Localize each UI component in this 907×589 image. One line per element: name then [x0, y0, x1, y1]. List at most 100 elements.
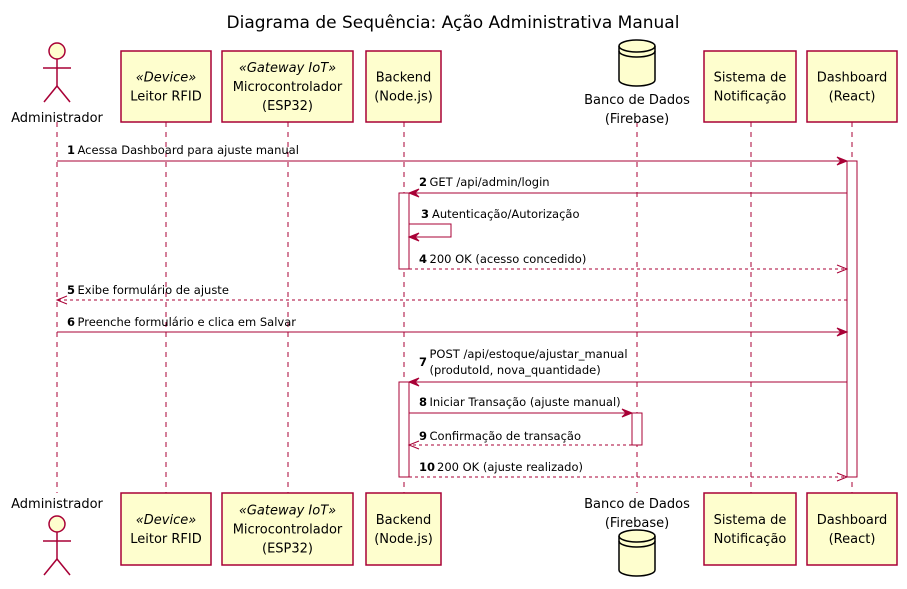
activation-bar-dash [846, 160, 858, 478]
participant-label: Dashboard [817, 71, 888, 86]
message-number: 4 [419, 252, 427, 266]
actor-leg [56, 85, 71, 103]
participant-label: Administrador [11, 497, 103, 512]
participant-label: Sistema de [714, 513, 787, 528]
arrow-head [407, 440, 420, 450]
message-number: 8 [419, 395, 427, 409]
database-rim [618, 540, 656, 548]
message-label: Exibe formulário de ajuste [78, 283, 229, 297]
actor-head-icon [48, 42, 66, 60]
database-icon [618, 39, 656, 87]
message-label: Autenticação/Autorização [432, 207, 580, 221]
database-rim [618, 45, 656, 53]
participant-label: (ESP32) [262, 99, 313, 114]
database-body [618, 529, 656, 577]
participant-label: Backend [376, 513, 432, 528]
participant-label: Dashboard [817, 513, 888, 528]
message-label: Preenche formulário e clica em Salvar [78, 315, 297, 329]
message-label: 200 OK (ajuste realizado) [437, 460, 583, 474]
participant-label: (Node.js) [374, 90, 433, 105]
arrow-head [836, 156, 849, 166]
message-label: Confirmação de transação [430, 429, 581, 443]
message-number: 6 [67, 315, 75, 329]
participant-label: Banco de Dados [584, 497, 690, 512]
arrow-head [621, 408, 634, 418]
participant-label: (React) [829, 532, 876, 547]
participant-box-rfid [120, 50, 212, 123]
participant-box-rfid [120, 492, 212, 566]
message-number: 1 [67, 143, 75, 157]
participant-box-esp [221, 492, 354, 566]
message-number: 10 [419, 460, 435, 474]
participant-label: Administrador [11, 111, 103, 126]
message-arrow [409, 223, 452, 238]
participant-label: Notificação [714, 90, 787, 105]
activation-bars [398, 160, 858, 478]
participant-box-backend [365, 492, 442, 566]
participant-label: Leitor RFID [130, 90, 202, 105]
database-icon [618, 529, 656, 577]
arrow-head [407, 232, 420, 242]
message-number: 9 [419, 429, 427, 443]
participant-box-dash [806, 50, 898, 123]
participant-box-notif [703, 492, 797, 566]
actor-leg [43, 558, 58, 576]
participant-stereotype: «Gateway IoT» [239, 61, 336, 76]
participant-label: Sistema de [714, 71, 787, 86]
arrow-head [836, 264, 849, 274]
message-label: (produtoId, nova_quantidade) [430, 363, 601, 377]
message-label: POST /api/estoque/ajustar_manual [430, 347, 628, 361]
actor-head-icon [48, 515, 66, 533]
participant-box-dash [806, 492, 898, 566]
diagram-title: Diagrama de Sequência: Ação Administrati… [227, 13, 680, 33]
arrow-head [836, 472, 849, 482]
participant-label: Microcontrolador [233, 80, 343, 95]
actor-leg [56, 558, 71, 576]
participant-label: Leitor RFID [130, 532, 202, 547]
message-number: 5 [67, 283, 75, 297]
participant-label: (React) [829, 90, 876, 105]
activation-bar-db [631, 412, 643, 446]
participant-label: Banco de Dados [584, 93, 690, 108]
participant-stereotype: «Gateway IoT» [239, 504, 336, 519]
message-label: Iniciar Transação (ajuste manual) [430, 395, 621, 409]
participant-box-esp [221, 50, 354, 123]
participant-box-backend [365, 50, 442, 123]
participant-box-notif [703, 50, 797, 123]
actor-leg [43, 85, 58, 103]
participant-label: (Firebase) [605, 112, 669, 127]
arrow-head [407, 377, 420, 387]
activation-bar-backend [398, 381, 410, 478]
participant-label: (Node.js) [374, 532, 433, 547]
message-label: Acessa Dashboard para ajuste manual [78, 143, 299, 157]
activation-bar-backend [398, 192, 410, 270]
message-number: 3 [421, 207, 429, 221]
database-body [618, 39, 656, 87]
participant-stereotype: «Device» [136, 71, 197, 86]
message-label: 200 OK (acesso concedido) [430, 252, 587, 266]
arrow-head [836, 327, 849, 337]
participant-label: (Firebase) [605, 516, 669, 531]
participant-label: Microcontrolador [233, 523, 343, 538]
participant-label: Backend [376, 71, 432, 86]
arrow-head [407, 188, 420, 198]
participant-stereotype: «Device» [136, 513, 197, 528]
message-label: GET /api/admin/login [430, 175, 550, 189]
participant-heads-top: Administrador «Device» Leitor RFID «Gateway… [11, 39, 898, 127]
message-number: 2 [419, 175, 427, 189]
participant-label: (ESP32) [262, 542, 313, 557]
arrow-head [55, 295, 68, 305]
message-number: 7 [419, 355, 427, 369]
database-rim [618, 50, 656, 58]
